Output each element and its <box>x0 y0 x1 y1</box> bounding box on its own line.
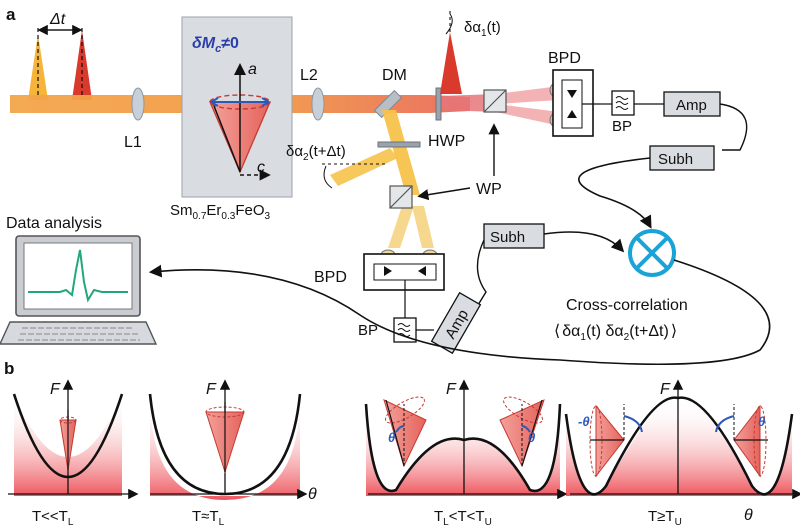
potential-plot-4 <box>564 379 800 500</box>
theta-axis-4: θ <box>744 507 753 524</box>
data-analysis-label: Data analysis <box>6 215 102 232</box>
theta-axis-2: θ <box>308 486 317 503</box>
bpd-bottom-label: BPD <box>314 269 347 286</box>
probe-beam-down <box>382 110 420 195</box>
laptop-icon <box>0 235 158 345</box>
beam-to-wp <box>440 94 496 112</box>
f-label-4: F <box>660 381 671 398</box>
cross-correlator <box>628 229 676 277</box>
f-label-1: F <box>50 381 61 398</box>
lens-l2 <box>311 87 325 121</box>
panel-b-label: b <box>4 359 14 378</box>
split-beam-top <box>496 86 560 104</box>
amp-top-box <box>663 91 721 117</box>
bp-bottom-label: BP <box>358 322 378 339</box>
condition-4: T≥TU <box>648 508 682 528</box>
split-beam-bottom <box>496 104 560 126</box>
delta-mc-label: δMc≠0 <box>192 35 239 55</box>
condition-2: T≈TL <box>192 508 225 528</box>
hwp-label: HWP <box>428 133 465 150</box>
theta-marker-4: θ <box>758 414 765 429</box>
cross-correlation-output-line <box>148 259 771 366</box>
sample-label: Sm0.7Er0.3FeO3 <box>170 202 271 222</box>
subh-bottom-label: Subh <box>490 229 525 246</box>
delta-alpha1-label: δα1(t) <box>464 19 501 39</box>
condition-3: TL<T<TU <box>434 508 492 528</box>
f-label-3: F <box>446 381 457 398</box>
pump-probe-pulses <box>28 24 92 100</box>
delta-t-label: Δt <box>49 11 66 28</box>
lens-l1-label: L1 <box>124 134 142 151</box>
magnetization-vector <box>213 105 241 173</box>
deflected-probe-beam <box>330 148 398 186</box>
amp-bottom-box: Amp <box>430 291 482 355</box>
bp-top-label: BP <box>612 118 632 135</box>
neg-theta-marker-4: -θ <box>578 414 590 429</box>
f-label-2: F <box>206 381 217 398</box>
bpd-bottom <box>363 249 445 318</box>
potential-plot-2 <box>148 379 308 500</box>
axis-a-label: a <box>248 61 257 78</box>
bpd-top-label: BPD <box>548 50 581 67</box>
hwp-bottom <box>377 141 421 148</box>
delta-alpha2-label: δα2(t+Δt) <box>286 143 346 163</box>
amp-top-label: Amp <box>676 97 707 114</box>
lens-l2-label: L2 <box>300 67 318 84</box>
bpd-top <box>549 69 600 137</box>
wollaston-prism-top <box>483 89 507 113</box>
subh-top-label: Subh <box>658 151 693 168</box>
lens-l1 <box>131 87 145 121</box>
bp-bottom <box>393 317 434 343</box>
cross-correlation-label: Cross-correlation <box>566 297 688 314</box>
dm-label: DM <box>382 67 407 84</box>
hwp-top <box>435 87 442 121</box>
condition-1: T<<TL <box>32 508 74 528</box>
panel-a-label: a <box>6 5 16 24</box>
axis-c-label: c <box>257 159 265 176</box>
dichroic-mirror <box>373 89 403 119</box>
wp-label: WP <box>476 181 502 198</box>
subh-top-box <box>649 145 715 171</box>
theta-marker-3a: θ <box>388 430 395 445</box>
potential-plot-3 <box>364 379 568 500</box>
cross-correlation-formula: ⟨δα1(t) δα2(t+Δt)⟩ <box>554 323 677 343</box>
wollaston-prism-bottom <box>389 185 413 209</box>
theta-marker-3b: θ <box>528 430 535 445</box>
subh-bottom-box <box>483 223 545 249</box>
delta-alpha1-pulse <box>440 32 462 94</box>
bp-top <box>600 90 664 116</box>
potential-plot-1 <box>8 379 139 500</box>
sample-box <box>181 16 293 198</box>
